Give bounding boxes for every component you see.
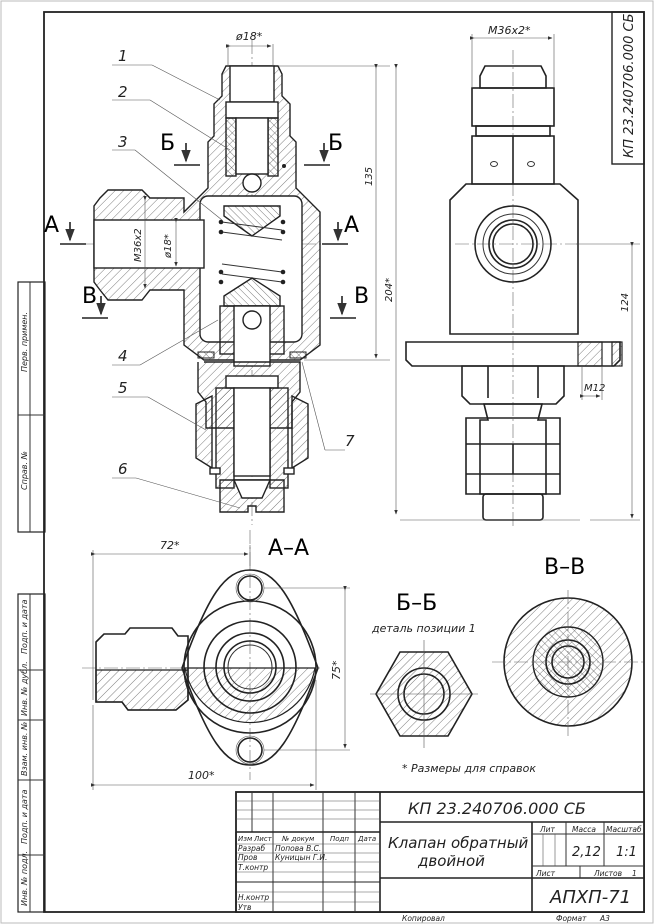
dim-72: 72* <box>160 539 180 552</box>
name-checker: Куницын Г.И. <box>275 853 327 862</box>
main-section-view: 1 2 3 4 5 6 7 А А Б Б В В <box>44 30 398 525</box>
dim-100: 100* <box>188 769 215 782</box>
stamp-orig-no: Инв. № подл. <box>20 851 29 906</box>
dim-side-thread-top: M36x2* <box>488 24 531 37</box>
lit-label: Лит <box>539 825 556 834</box>
stamp-replace-no: Взам. инв. № <box>20 722 29 776</box>
section-b-b-label: Б–Б <box>396 591 437 616</box>
scale-value: 1:1 <box>616 845 637 860</box>
title-block: Изм Лист № докум Подп Дата Разраб Попова… <box>235 791 645 923</box>
title-doc-code: КП 23.240706.000 СБ <box>408 799 586 818</box>
mass-value: 2,12 <box>572 845 601 860</box>
group-code: АПХП-71 <box>549 887 631 908</box>
section-b-b-sublabel: деталь позиции 1 <box>371 622 476 635</box>
stamp-ref-no: Справ. № <box>20 451 29 490</box>
stamp-dup-no: Инв. № дубл. <box>20 661 29 716</box>
section-v-v: В–В * Размеры для справок <box>402 555 644 775</box>
position-6: 6 <box>118 460 128 478</box>
cut-a-right: А <box>344 213 359 238</box>
section-v-v-label: В–В <box>544 555 585 580</box>
role-norm-control: Н.контр <box>238 893 269 902</box>
sheet-label: Лист <box>535 869 556 878</box>
hdr-date: Дата <box>357 835 376 843</box>
mass-label: Масса <box>572 825 596 834</box>
dim-75: 75* <box>330 660 343 680</box>
dim-top-dia: ø18* <box>235 30 263 43</box>
dim-124: 124 <box>620 293 631 312</box>
role-developer: Разраб <box>238 844 265 853</box>
sheets-value: 1 <box>632 869 637 878</box>
dim-side-thread: M36x2 <box>133 228 144 262</box>
role-tech-control: Т.контр <box>238 863 268 872</box>
cut-b-left: Б <box>160 131 175 156</box>
position-1: 1 <box>118 47 128 65</box>
section-a-a-label: А–А <box>268 536 309 561</box>
hdr-sign: Подп <box>330 835 349 843</box>
cut-b-right: Б <box>328 131 343 156</box>
side-stamp: Перв. примен. Справ. № Подп. и дата Инв.… <box>17 281 46 913</box>
dim-side-dia: ø18* <box>163 234 174 259</box>
title-name-line2: двойной <box>417 852 485 870</box>
cut-v-left: В <box>82 284 97 309</box>
dim-204: 204* <box>384 278 395 302</box>
role-approved: Утв <box>238 903 251 912</box>
rotated-code-box: КП 23.240706.000 СБ <box>611 11 645 165</box>
position-7: 7 <box>345 432 355 450</box>
rotated-doc-code: КП 23.240706.000 СБ <box>622 13 637 158</box>
title-name-line1: Клапан обратный <box>388 834 529 852</box>
format-value: А3 <box>599 914 610 923</box>
format-label: Формат <box>556 914 587 923</box>
hdr-izm: Изм <box>238 835 253 843</box>
position-5: 5 <box>118 379 128 397</box>
stamp-sign-date-1: Подп. и дата <box>20 599 29 654</box>
section-b-b: Б–Б деталь позиции 1 <box>370 591 478 748</box>
cut-a-left: А <box>44 213 59 238</box>
scale-label: Масштаб <box>606 825 642 834</box>
cut-v-right: В <box>354 284 369 309</box>
position-3: 3 <box>118 133 128 151</box>
position-4: 4 <box>118 347 128 365</box>
role-checker: Пров <box>238 853 257 862</box>
section-a-a: А–А 72* 100* 75* <box>82 530 350 790</box>
reference-note: * Размеры для справок <box>402 762 536 775</box>
hdr-list: Лист <box>253 835 273 843</box>
stamp-first-use: Перв. примен. <box>20 312 29 372</box>
side-view: M36x2* 124 M12 204* <box>384 24 640 528</box>
stamp-sign-date-2: Подп. и дата <box>20 789 29 844</box>
dim-m12: M12 <box>584 383 605 394</box>
position-2: 2 <box>118 83 128 101</box>
dim-135: 135 <box>364 167 375 186</box>
copied-label: Копировал <box>402 914 445 923</box>
hdr-doc-no: № докум <box>281 835 315 843</box>
sheets-label: Листов <box>593 869 622 878</box>
name-developer: Попова В.С. <box>275 844 321 853</box>
